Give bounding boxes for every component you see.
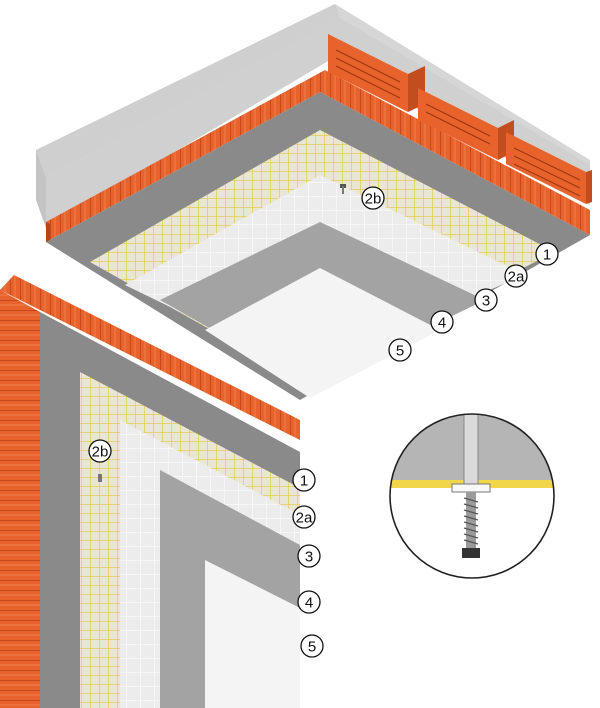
wall-callout-3: 3: [297, 544, 321, 568]
ceiling-callout-5: 5: [388, 338, 412, 362]
wall-callout-5: 5: [300, 634, 324, 658]
ceiling-callout-5-text: 5: [396, 343, 404, 360]
wall-brick-side: [0, 290, 40, 708]
wall-callout-2b: 2b: [88, 439, 112, 463]
ceiling-assembly: [36, 4, 592, 400]
concrete-slab-face: [36, 150, 46, 228]
ceiling-brick-layer: [46, 70, 590, 242]
ceiling-callout-4-text: 4: [438, 315, 446, 332]
ceiling-callout-2a-text: 2a: [508, 269, 525, 286]
hollow-blocks: [328, 34, 592, 226]
wall-callout-3-text: 3: [305, 549, 313, 566]
wall-callout-1-text: 1: [300, 473, 308, 490]
wall-callout-4-text: 4: [305, 595, 313, 612]
wall-callout-2b-text: 2b: [92, 444, 109, 461]
ceiling-callout-4: 4: [430, 310, 454, 334]
wall-callout-2a-text: 2a: [296, 510, 313, 527]
wall-callout-2a: 2a: [292, 505, 316, 529]
wall-callout-1: 1: [292, 468, 316, 492]
ceiling-callout-2a: 2a: [504, 264, 528, 288]
wall-callout-5-text: 5: [308, 639, 316, 656]
dowel-anchor-icon: [340, 184, 346, 194]
wall-callout-4: 4: [297, 590, 321, 614]
dowel-anchor-icon: [98, 474, 102, 482]
ceiling-callout-3-text: 3: [482, 293, 490, 310]
ceiling-callout-2b: 2b: [361, 186, 385, 210]
ceiling-layer-5: [205, 268, 440, 398]
wall-brick-top: [0, 275, 300, 440]
ceiling-callout-2b-text: 2b: [365, 191, 382, 208]
screw-anchor-detail-icon: [389, 413, 555, 579]
ceiling-callout-1-text: 1: [543, 247, 551, 264]
wall-layer-5: [205, 560, 300, 708]
wall-assembly: [0, 275, 300, 708]
ceiling-callout-1: 1: [535, 242, 559, 266]
ceiling-callout-3: 3: [474, 288, 498, 312]
